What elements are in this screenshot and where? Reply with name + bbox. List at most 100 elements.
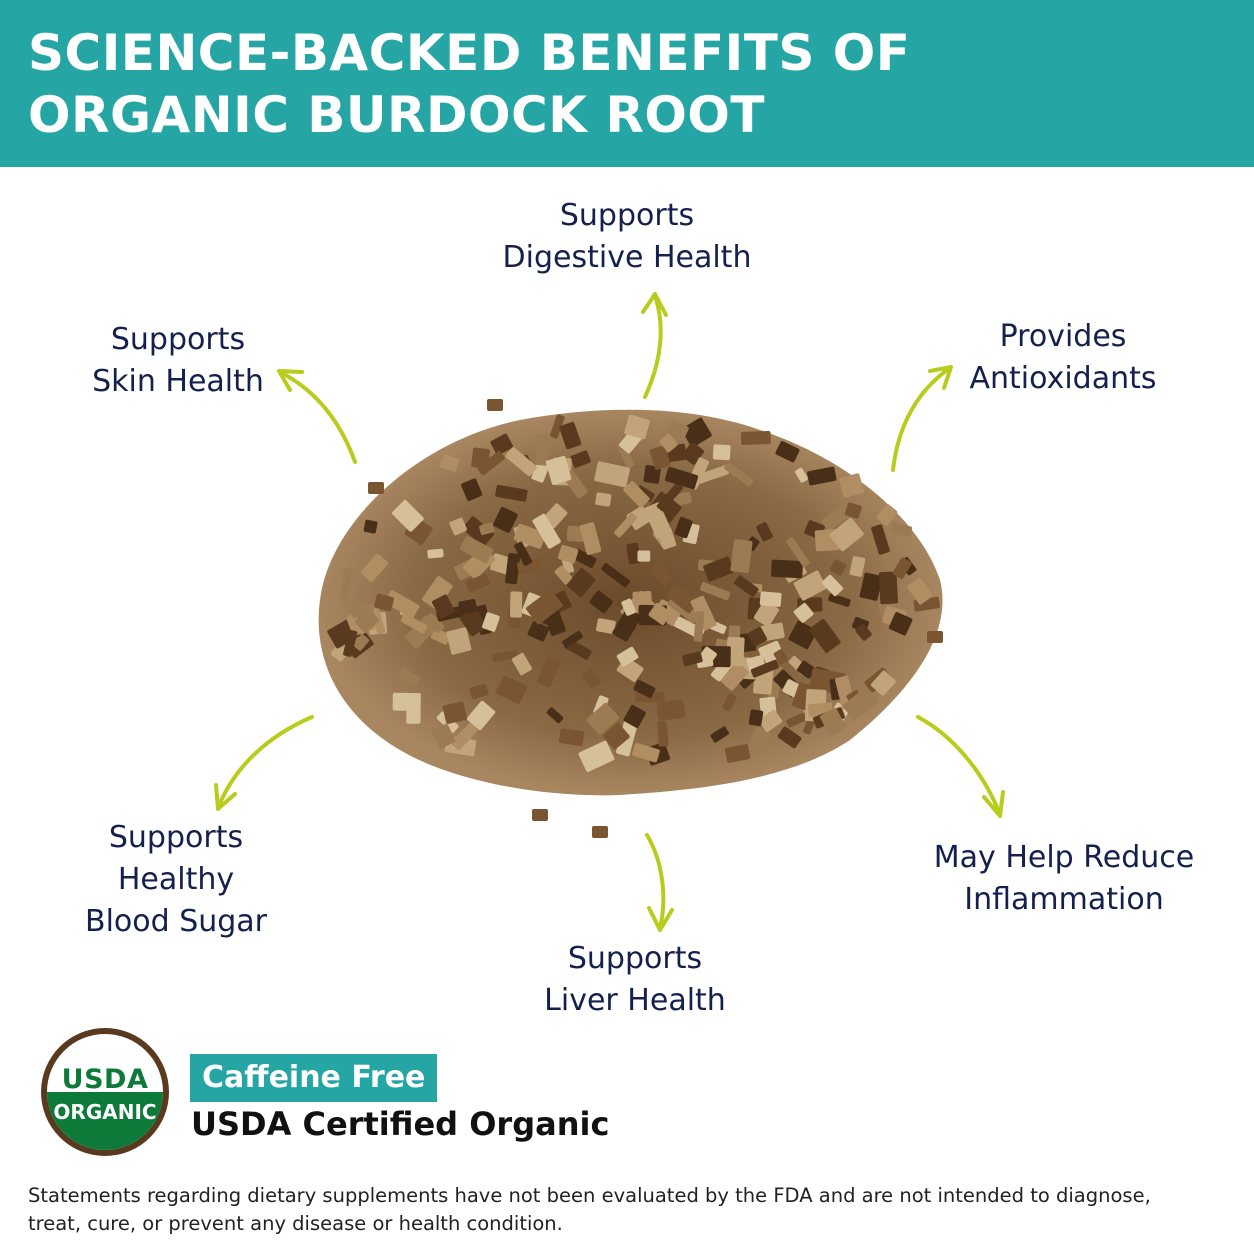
root-chip	[740, 430, 771, 445]
root-chip	[559, 421, 582, 450]
benefit-label: Provides	[999, 319, 1127, 354]
root-chip	[888, 612, 913, 636]
root-chip	[496, 675, 528, 704]
root-chip	[712, 444, 731, 461]
benefit-label: Supports	[567, 941, 703, 976]
root-chip	[788, 620, 818, 650]
root-chip	[612, 607, 642, 642]
root-chip	[360, 553, 388, 582]
root-chip	[649, 563, 673, 586]
root-chip	[698, 646, 717, 666]
root-chip	[637, 550, 651, 562]
root-chip	[797, 660, 816, 679]
root-chip	[514, 541, 533, 566]
benefit-digestive-health: Supports Digestive Health	[496, 195, 758, 279]
root-chip	[617, 443, 635, 468]
root-chip	[446, 627, 472, 655]
root-chip	[890, 522, 913, 537]
root-chip	[842, 687, 878, 721]
root-chip	[786, 712, 807, 728]
root-chip	[724, 462, 754, 487]
seal-organic-text: ORGANIC	[53, 1100, 157, 1124]
root-chip	[747, 726, 771, 755]
root-chip	[505, 447, 537, 477]
root-chip	[643, 502, 672, 539]
root-chip	[656, 699, 686, 721]
root-chip	[859, 572, 883, 601]
root-chip	[592, 826, 608, 838]
root-chip	[878, 571, 899, 605]
root-chip	[730, 539, 753, 574]
root-chip	[424, 613, 445, 633]
root-chip	[482, 612, 500, 632]
root-chip	[427, 548, 444, 559]
root-chip	[849, 556, 866, 577]
root-chip	[442, 701, 468, 724]
root-chip	[734, 575, 759, 597]
root-chip	[572, 548, 597, 569]
benefit-label: Supports	[559, 198, 695, 233]
root-chip	[570, 450, 591, 468]
root-chip	[892, 557, 912, 580]
root-chip	[753, 600, 779, 627]
root-chip	[406, 708, 421, 724]
root-chip	[838, 473, 864, 498]
root-chip	[623, 481, 650, 508]
root-chip	[535, 433, 550, 466]
header-banner: SCIENCE-BACKED BENEFITS OF ORGANIC BURDO…	[0, 0, 1254, 167]
root-chip	[594, 461, 630, 488]
root-chip	[492, 650, 518, 662]
root-chip	[614, 512, 638, 538]
root-chip	[384, 590, 420, 619]
benefit-antioxidants: Provides Antioxidants	[960, 316, 1166, 400]
root-chip	[682, 651, 703, 667]
root-chip	[469, 683, 489, 700]
page-title: SCIENCE-BACKED BENEFITS OF ORGANIC BURDO…	[28, 22, 910, 146]
root-chip	[589, 590, 613, 614]
seal-inner: USDA ORGANIC	[47, 1034, 163, 1150]
usda-organic-seal: USDA ORGANIC	[41, 1028, 169, 1156]
root-chip	[666, 584, 698, 614]
root-chip	[760, 622, 785, 642]
root-chip	[595, 492, 612, 507]
root-chip	[487, 399, 503, 411]
root-chip	[777, 726, 802, 749]
benefit-skin-health: Supports Skin Health	[88, 319, 268, 403]
root-chip	[477, 450, 505, 476]
title-line-1: SCIENCE-BACKED BENEFITS OF	[28, 24, 911, 82]
root-chip	[558, 728, 585, 746]
root-chip	[726, 636, 745, 667]
benefit-label: Supports	[110, 322, 246, 357]
root-chip	[451, 723, 478, 751]
root-chip	[807, 466, 837, 486]
root-chip	[400, 613, 428, 634]
root-chip	[397, 667, 421, 688]
title-line-2: ORGANIC BURDOCK ROOT	[28, 86, 765, 144]
root-chip	[339, 568, 352, 603]
root-chip	[907, 577, 933, 605]
root-chip	[855, 624, 872, 641]
root-chip	[793, 570, 827, 601]
root-chip	[601, 563, 630, 588]
root-chip	[421, 576, 453, 610]
root-chip	[596, 618, 616, 634]
root-chip	[546, 707, 564, 724]
root-chip	[526, 589, 563, 625]
root-chip	[465, 573, 491, 593]
root-chip	[557, 544, 579, 564]
benefit-label: Supports	[108, 820, 244, 855]
root-chip	[821, 502, 853, 531]
root-chip	[759, 591, 782, 607]
root-chip	[449, 517, 467, 536]
root-chip	[649, 445, 671, 470]
usda-certified-label: USDA Certified Organic	[191, 1105, 610, 1143]
root-chip	[786, 537, 810, 567]
root-chip	[392, 692, 421, 712]
root-chip	[756, 522, 773, 542]
caffeine-free-badge: Caffeine Free	[190, 1054, 438, 1102]
root-chip	[632, 591, 652, 605]
root-chip	[567, 568, 596, 597]
root-chip	[549, 414, 565, 439]
root-chip	[809, 618, 841, 653]
root-chip	[724, 744, 751, 763]
